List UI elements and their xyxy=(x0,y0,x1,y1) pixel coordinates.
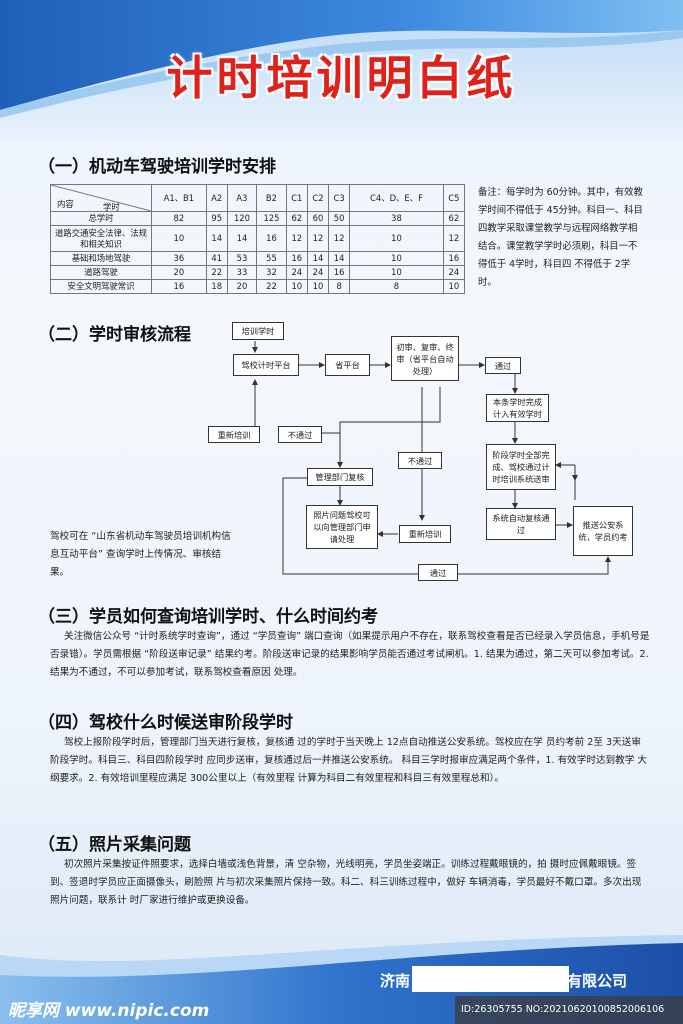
cell: 10 xyxy=(349,225,444,252)
node-retrain-1: 重新培训 xyxy=(208,426,260,443)
section4-text: 驾校上报阶段学时后，管理部门当天进行复核，复核通 过的学时于当天晚上 12点自动… xyxy=(50,737,647,784)
section5-text: 初次照片采集按证件照要求，选择白墙或浅色背景，清 空杂物，光线明亮，学员坐姿端正… xyxy=(50,859,642,906)
table-row: 道路交通安全法律、法规和相关知识 10 14 14 16 12 12 12 10… xyxy=(50,225,466,252)
section4-heading: （四）驾校什么时候送审阶段学时 xyxy=(38,713,293,733)
cell: 20 xyxy=(226,279,258,294)
image-id-strip: ID:26305755 NO:20210620100852006106 xyxy=(455,996,683,1024)
node-pass-2: 通过 xyxy=(418,564,458,581)
node-fail-1: 不通过 xyxy=(278,426,322,443)
node-province-platform: 省平台 xyxy=(325,354,370,376)
header-band xyxy=(0,0,683,140)
section2-heading: （二）学时审核流程 xyxy=(38,325,191,345)
node-retrain-2: 重新培训 xyxy=(399,525,451,543)
cell: 16 xyxy=(442,251,466,266)
node-train: 培训学时 xyxy=(232,322,284,340)
hours-table: 内容 学时 A1、B1 A2 A3 B2 C1 C2 C3 C4、D、E、F C… xyxy=(50,184,466,294)
row-label: 道路交通安全法律、法规和相关知识 xyxy=(50,225,152,252)
section5-heading: （五）照片采集问题 xyxy=(38,835,191,855)
row-label: 安全文明驾驶常识 xyxy=(50,279,152,294)
col-header: B2 xyxy=(256,184,287,212)
node-photo-issue: 照片问题驾校可以向管理部门申请处理 xyxy=(306,505,378,549)
col-header: C4、D、E、F xyxy=(349,184,444,212)
cell: 16 xyxy=(151,279,207,294)
company-name: 济南 有限公司 xyxy=(380,970,627,991)
node-pass-1: 通过 xyxy=(485,357,521,374)
col-header: A1、B1 xyxy=(151,184,207,212)
node-stage-submit: 阶段学时全部完成、驾校通过计时培训系统送审 xyxy=(486,444,556,490)
company-prefix: 济南 xyxy=(380,972,411,990)
corner-bottom-label: 学时 xyxy=(103,202,120,212)
node-fail-2: 不通过 xyxy=(398,452,442,469)
section3-heading: （三）学员如何查询培训学时、什么时间约考 xyxy=(38,607,378,627)
table-row: 安全文明驾驶常识 16 18 20 22 10 10 8 8 10 xyxy=(50,279,466,294)
col-header: C3 xyxy=(328,184,351,212)
page-title: 计时培训明白纸 xyxy=(166,51,517,105)
section3-text: 关注微信公众号 “计时系统学时查询”，通过 “学员查询” 端口查询（如果提示用户… xyxy=(50,631,650,678)
corner-top-label: 内容 xyxy=(57,199,74,209)
node-police-system: 推送公安系统，学员约考 xyxy=(573,506,633,556)
table-corner-cell: 内容 学时 xyxy=(50,184,152,212)
redaction-box xyxy=(412,966,569,992)
cell: 95 xyxy=(205,211,228,226)
table-row: 基础和场地驾驶 36 41 53 55 16 14 14 10 16 xyxy=(50,251,466,266)
watermark: 昵享网 www.nipic.com xyxy=(8,1001,210,1021)
node-complete: 本条学时完成计入有效学时 xyxy=(486,394,549,422)
node-dept-review: 管理部门复核 xyxy=(307,468,373,486)
flow-side-note: 驾校可在 “山东省机动车驾驶员培训机构信息互动平台” 查询学时上传情况、审核结果… xyxy=(50,531,231,578)
company-suffix: 有限公司 xyxy=(567,972,628,990)
cell: 10 xyxy=(442,279,466,294)
col-header: A3 xyxy=(226,184,258,212)
section1-heading: （一）机动车驾驶培训学时安排 xyxy=(38,157,276,177)
node-school-platform: 驾校计时平台 xyxy=(233,354,299,376)
cell: 18 xyxy=(205,279,228,294)
cell: 8 xyxy=(328,279,351,294)
node-auto-review: 系统自动复核通过 xyxy=(486,508,556,540)
cell: 10 xyxy=(151,225,207,252)
table-note: 备注：每学时为 60分钟。其中，有效教学时间不得低于 45分钟。科目一、科目四教… xyxy=(478,187,643,288)
node-review: 初审、复审、终审（省平台自动处理） xyxy=(391,336,459,381)
